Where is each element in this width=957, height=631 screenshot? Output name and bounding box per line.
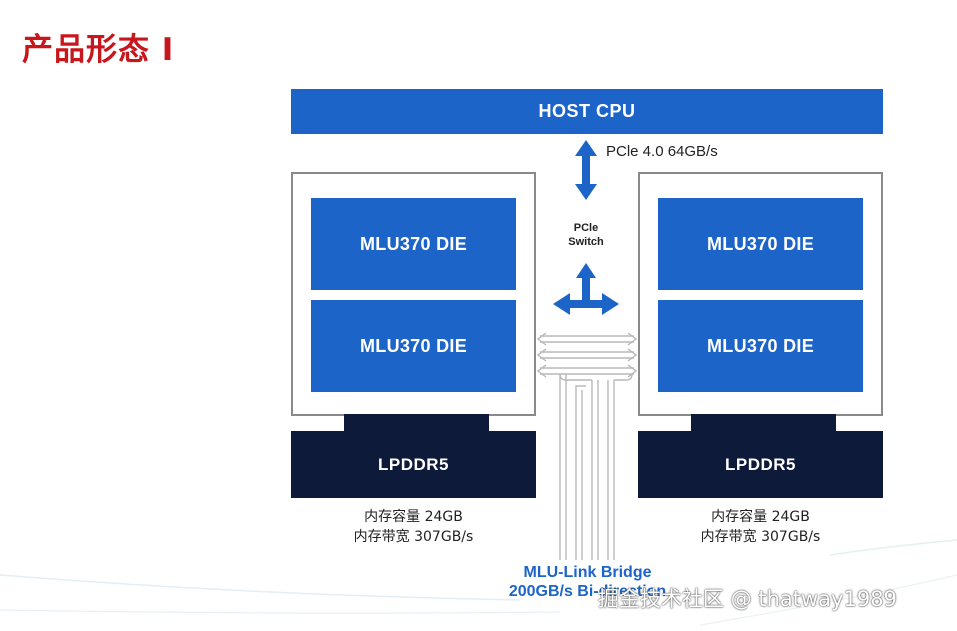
host-cpu-block: HOST CPU: [291, 89, 883, 134]
host-cpu-label: HOST CPU: [538, 101, 636, 121]
die-block: MLU370 DIE: [311, 300, 516, 392]
memory-specs-right: 内存容量 24GB 内存带宽 307GB/s: [638, 507, 883, 547]
die-label: MLU370 DIE: [359, 335, 468, 356]
pcie-switch-line: Switch: [568, 236, 604, 248]
mlu-link-bridge-label: MLU-Link Bridge 200GB/s Bi-direction: [470, 563, 705, 601]
watermark: 掘金技术社区 @ thatway1989: [598, 587, 897, 611]
memory-capacity-text: 内存容量 24GB: [364, 509, 463, 525]
memory-specs-left: 内存容量 24GB 内存带宽 307GB/s: [291, 507, 536, 547]
die-label: MLU370 DIE: [706, 335, 815, 356]
die-block: MLU370 DIE: [658, 300, 863, 392]
pcie-link-label: PCle 4.0 64GB/s: [606, 143, 718, 160]
memory-bandwidth-text: 内存带宽 307GB/s: [353, 529, 474, 545]
memory-block-left: LPDDR5: [291, 431, 536, 498]
die-label: MLU370 DIE: [706, 233, 815, 254]
memory-connector: [691, 414, 836, 433]
pcie-switch-line: PCle: [573, 222, 599, 234]
accelerator-card-right: MLU370 DIE MLU370 DIE: [638, 172, 883, 416]
pcie-switch: PCle Switch: [557, 210, 615, 260]
memory-connector: [344, 414, 489, 433]
slide-title: 产品形态 I: [22, 32, 175, 68]
bridge-title: MLU-Link Bridge: [523, 564, 652, 581]
memory-label: LPDDR5: [724, 454, 796, 474]
bridge-bandwidth: 200GB/s Bi-direction: [508, 583, 667, 600]
memory-block-right: LPDDR5: [638, 431, 883, 498]
accelerator-card-left: MLU370 DIE MLU370 DIE: [291, 172, 536, 416]
die-block: MLU370 DIE: [311, 198, 516, 290]
mlu-link-lines: [536, 332, 638, 560]
memory-bandwidth-text: 内存带宽 307GB/s: [700, 529, 821, 545]
memory-label: LPDDR5: [377, 454, 449, 474]
pcie-uplink-arrow: [575, 140, 597, 200]
pcie-switch-fanout-arrow: [553, 263, 619, 315]
die-block: MLU370 DIE: [658, 198, 863, 290]
die-label: MLU370 DIE: [359, 233, 468, 254]
memory-capacity-text: 内存容量 24GB: [711, 509, 810, 525]
